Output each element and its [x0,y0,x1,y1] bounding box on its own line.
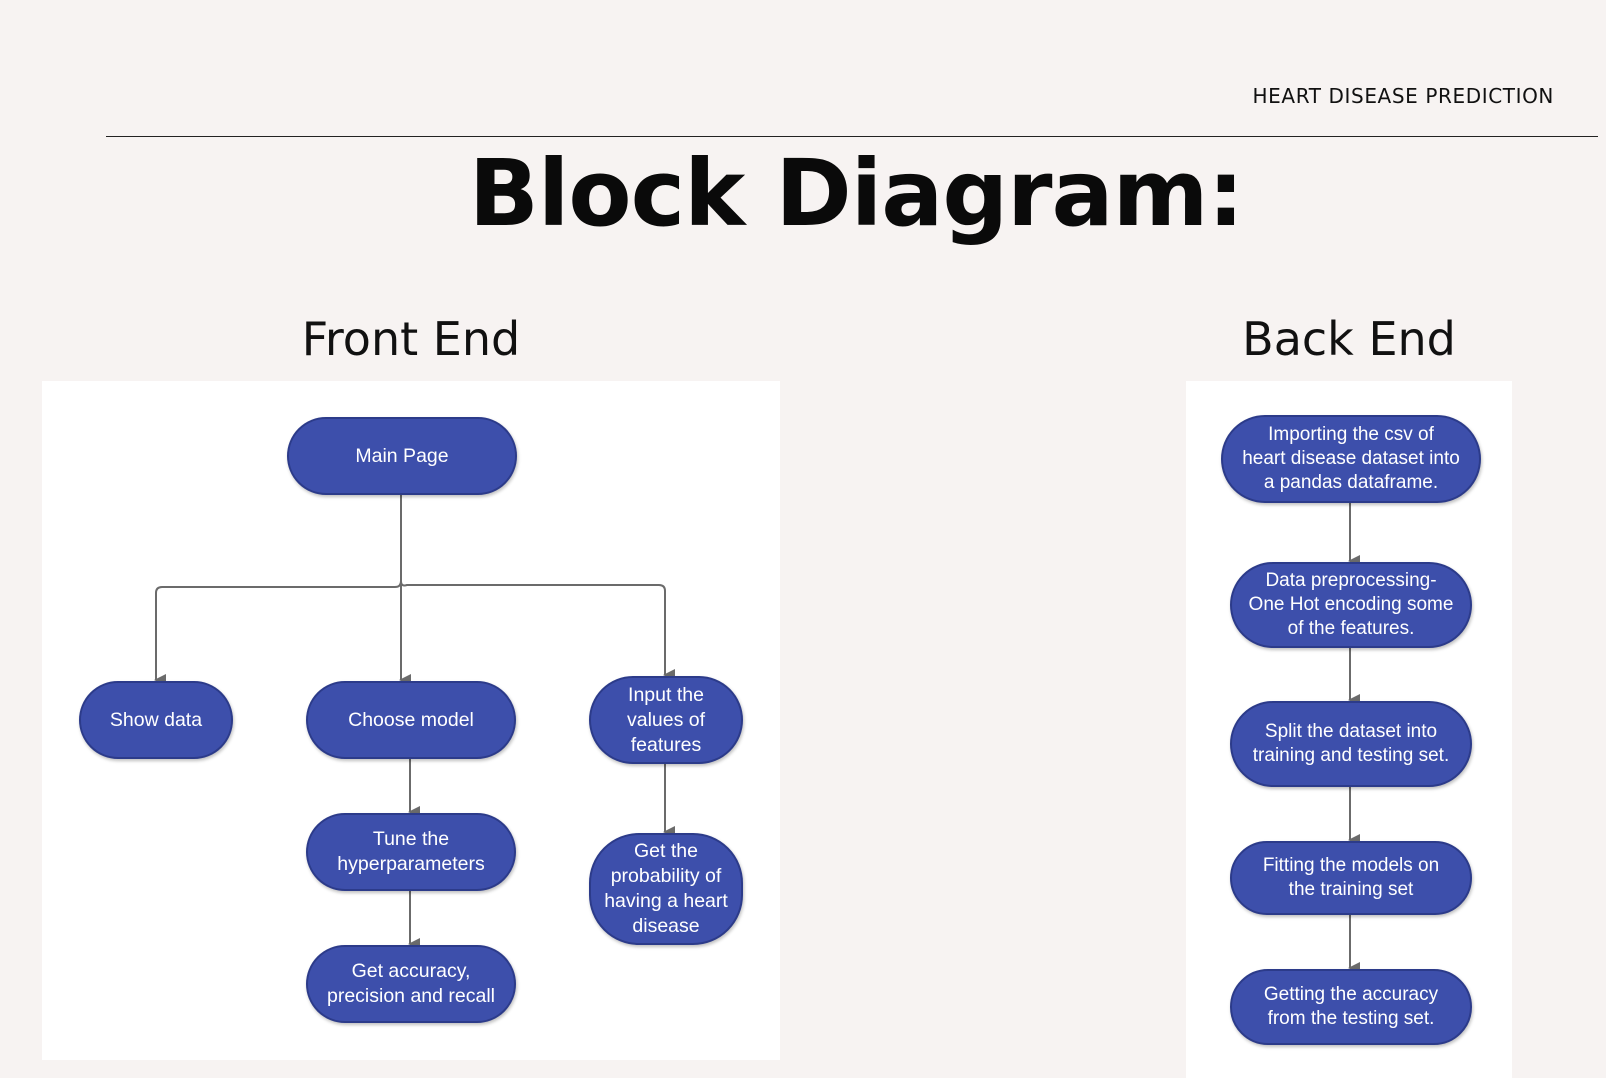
choose-model-node: Choose model [306,681,516,759]
get-accuracy-node: Get accuracy, precision and recall [306,945,516,1023]
back-end-diagram: Importing the csv of heart disease datas… [1186,381,1512,1078]
backend-step-5: Getting the accuracy from the testing se… [1230,969,1472,1045]
front-end-connectors [154,494,675,950]
page-title: Block Diagram: [468,140,1245,247]
header-label: HEART DISEASE PREDICTION [1252,84,1554,108]
header-divider [106,136,1598,137]
front-end-diagram: Main Page Show data Choose model Input t… [42,381,780,1060]
get-probability-node: Get the probability of having a heart di… [589,833,743,945]
input-values-node: Input the values of features [589,676,743,764]
backend-step-2: Data preprocessing- One Hot encoding som… [1230,562,1472,648]
show-data-node: Show data [79,681,233,759]
front-end-title: Front End [301,312,521,366]
backend-step-3: Split the dataset into training and test… [1230,701,1472,787]
tune-hyperparameters-node: Tune the hyperparameters [306,813,516,891]
back-end-title: Back End [1242,312,1456,366]
main-page-node: Main Page [287,417,517,495]
back-end-connectors [1348,502,1360,974]
connector-main-branch [155,580,666,594]
backend-step-1: Importing the csv of heart disease datas… [1221,415,1481,503]
backend-step-4: Fitting the models on the training set [1230,841,1472,915]
